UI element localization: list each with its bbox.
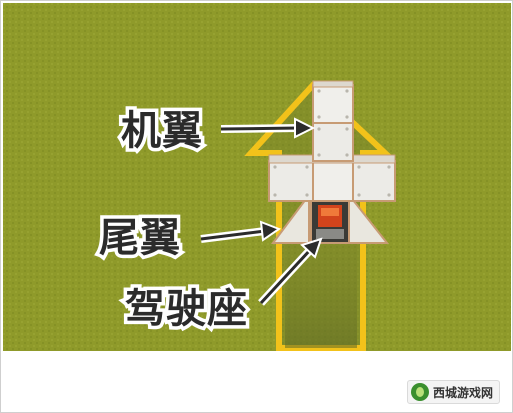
watermark-text: 西城游戏网 [432,385,493,400]
cockpit-pointer-arrow [258,237,323,306]
scene-canvas [3,3,511,351]
tail-pointer-arrow [200,220,282,243]
wing-label: 机翼 [118,108,206,155]
site-logo-icon [410,383,429,401]
game-scene: 机翼 尾翼 驾驶座 [3,3,511,351]
pointer-arrows [200,117,323,306]
wing-pointer-arrow [220,117,316,139]
grass-ground [3,3,511,351]
cockpit-seat [310,198,350,244]
cockpit-label: 驾驶座 [122,286,251,333]
block-rivets [273,89,391,197]
fuselage-blocks [312,80,354,162]
site-watermark: 西城游戏网 [406,380,500,404]
tail-label: 尾翼 [96,215,184,262]
